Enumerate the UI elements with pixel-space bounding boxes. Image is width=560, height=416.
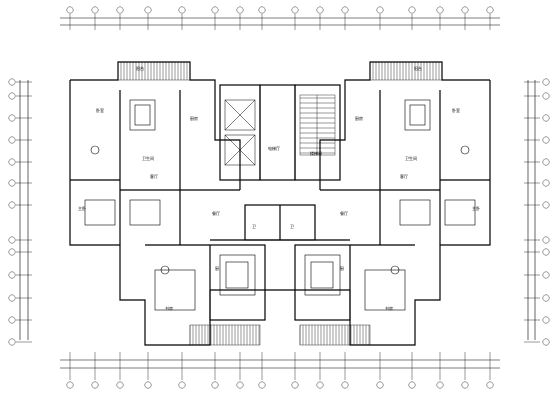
grid-axis-bubble [436,6,444,14]
grid-axis-bubble [341,381,349,389]
grid-axis-bubble [291,6,299,14]
stair [299,94,336,156]
grid-axis-bubble [542,338,550,346]
stair-outline [299,94,336,156]
room-label: 餐厅 [212,210,220,216]
dimension-lines [19,17,536,369]
room-label: 阳台 [136,65,144,71]
grid-axis-bubble [542,294,550,302]
room-label: 卫 [290,224,294,229]
room-label: 主卧 [472,205,480,211]
grid-axis-bubble [116,381,124,389]
grid-axis-bubble [8,92,16,100]
room-label: 厨 [340,265,344,271]
grid-axis-bubble [91,6,99,14]
grid-axis-bubble [211,6,219,14]
room-label: 阳台 [414,65,422,71]
room-label: 书房 [385,305,393,311]
grid-axis-bubble [316,6,324,14]
grid-axis-bubble [542,236,550,244]
grid-axis-bubble [66,381,74,389]
grid-axis-bubble [8,78,16,86]
balcony [189,324,261,346]
room-label: 厨房 [190,115,198,121]
room-label: 餐厅 [340,210,348,216]
room-label: 厨房 [355,115,363,121]
grid-axis-bubble [542,114,550,122]
grid-axis-bubble [291,381,299,389]
grid-axis-bubble [8,248,16,256]
grid-axis-bubble [542,201,550,209]
grid-axis-bubble [8,114,16,122]
room-label: 卧室 [452,107,460,113]
room-label: 厨 [215,265,219,271]
room-label: 客厅 [150,173,158,179]
grid-axis-bubble [8,294,16,302]
grid-axis-bubble [542,316,550,324]
grid-axis-bubble [542,271,550,279]
room-label: 电梯厅 [268,145,280,151]
grid-axis-bubble [436,381,444,389]
grid-axis-bubble [486,6,494,14]
grid-axis-bubble [8,136,16,144]
grid-axis-bubble [8,236,16,244]
grid-axis-bubble [542,158,550,166]
grid-axis-bubble [236,6,244,14]
room-label: 楼梯间 [310,150,322,156]
grid-axis-bubble [8,271,16,279]
grid-axis-bubble [461,381,469,389]
grid-axis-bubble [542,78,550,86]
grid-axes [8,6,550,389]
grid-axis-bubble [8,316,16,324]
room-label: 卫 [252,224,256,229]
grid-axis-bubble [144,381,152,389]
grid-axis-bubble [66,6,74,14]
grid-axis-bubble [211,381,219,389]
fixtures [84,99,476,311]
room-label: 主卧 [78,205,86,211]
grid-axis-bubble [542,136,550,144]
grid-axis-bubble [341,6,349,14]
room-label: 卫生间 [405,155,417,161]
grid-axis-bubble [8,338,16,346]
room-label: 卧室 [96,107,104,113]
grid-axis-bubble [376,6,384,14]
grid-axis-bubble [258,381,266,389]
grid-axis-bubble [178,6,186,14]
grid-axis-bubble [486,381,494,389]
balconies [117,61,443,346]
balcony [299,324,371,346]
grid-axis-bubble [258,6,266,14]
grid-axis-bubble [376,381,384,389]
grid-axis-bubble [542,92,550,100]
grid-axis-bubble [316,381,324,389]
room-labels: 卧室 卧室 卫生间 卫生间 厨房 厨房 客厅 客厅 餐厅 餐厅 电梯厅 楼梯间 … [78,65,480,311]
grid-axis-bubble [408,6,416,14]
room-label: 客厅 [400,173,408,179]
grid-axis-bubble [236,381,244,389]
walls [69,61,491,346]
elevator-shafts [224,99,256,166]
grid-axis-bubble [542,248,550,256]
room-label: 书房 [165,305,173,311]
grid-axis-bubble [91,381,99,389]
grid-axis-bubble [542,179,550,187]
grid-axis-bubble [144,6,152,14]
grid-axis-bubble [408,381,416,389]
grid-axis-bubble [8,158,16,166]
grid-axis-bubble [116,6,124,14]
grid-axis-bubble [8,179,16,187]
grid-axis-bubble [178,381,186,389]
grid-axis-bubble [461,6,469,14]
room-label: 卫生间 [142,155,154,161]
grid-axis-bubble [8,201,16,209]
